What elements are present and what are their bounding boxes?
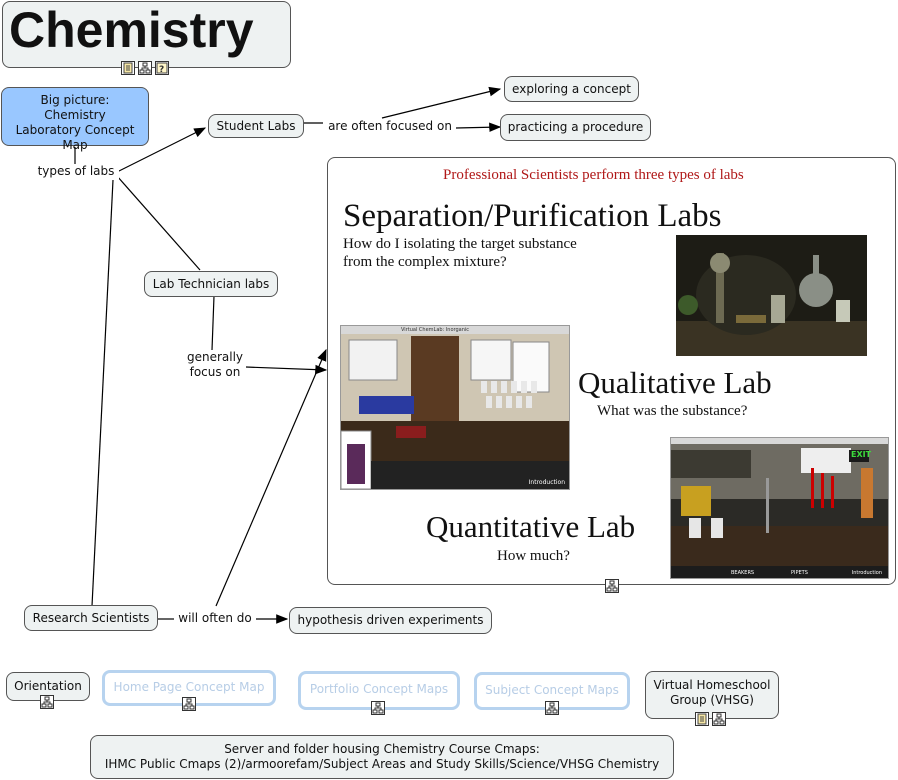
exploring-concept-node[interactable]: exploring a concept [504,76,639,102]
panel-heading: Professional Scientists perform three ty… [443,167,744,183]
practicing-procedure-node[interactable]: practicing a procedure [500,114,651,141]
qualitative-title: Qualitative Lab [578,365,772,400]
link-label-often-focused: are often focused on [324,119,456,134]
document-icon[interactable] [121,61,135,75]
student-labs-node[interactable]: Student Labs [208,114,304,138]
quantitative-lab-image: EXIT BEAKERS PIPETS Introduction [670,437,889,579]
title-node[interactable]: Chemistry [2,1,291,68]
help-icon[interactable]: ? [155,61,169,75]
hypothesis-label: hypothesis driven experiments [297,613,484,627]
vhsg-document-icon[interactable] [695,712,709,726]
server-info-line-1: Server and folder housing Chemistry Cour… [224,742,540,756]
research-scientists-node[interactable]: Research Scientists [24,605,158,631]
orientation-map-icon[interactable] [40,695,54,709]
lab-technician-label: Lab Technician labs [152,277,270,291]
home-page-map-label: Home Page Concept Map [113,680,265,694]
hypothesis-node[interactable]: hypothesis driven experiments [289,607,492,634]
vhsg-node[interactable]: Virtual Homeschool Group (VHSG) [645,671,779,719]
portfolio-map-icon[interactable] [371,701,385,715]
quantitative-question: How much? [497,548,570,564]
separation-lab-image [676,235,867,356]
big-picture-label: Big picture: Chemistry Laboratory Concep… [15,93,135,152]
concept-map-icon[interactable] [138,61,152,75]
subject-maps-label: Subject Concept Maps [485,683,619,697]
server-info-node[interactable]: Server and folder housing Chemistry Cour… [90,735,674,779]
link-label-generally-focus: generally focus on [184,350,246,380]
introduction-tab: Introduction [851,570,882,576]
orientation-label: Orientation [14,679,82,693]
research-scientists-label: Research Scientists [32,611,150,625]
home-map-icon[interactable] [182,697,196,711]
subject-map-icon[interactable] [545,701,559,715]
server-info-line-2: IHMC Public Cmaps (2)/armoorefam/Subject… [104,757,660,771]
lab-types-panel: Professional Scientists perform three ty… [327,157,896,585]
big-picture-node[interactable]: Big picture: Chemistry Laboratory Concep… [1,87,149,152]
svg-text:?: ? [159,65,164,74]
link-label-will-often-do: will often do [174,611,256,626]
qualitative-lab-image: Virtual ChemLab: Inorganic Introduction [340,325,570,490]
exploring-concept-label: exploring a concept [512,82,631,96]
exit-sign: EXIT [851,450,872,459]
lab-technician-node[interactable]: Lab Technician labs [144,271,278,297]
vhsg-label: Virtual Homeschool Group (VHSG) [653,678,771,707]
separation-title: Separation/Purification Labs [343,198,722,234]
quantitative-title: Quantitative Lab [426,509,636,544]
vhsg-map-icon[interactable] [712,712,726,726]
link-label-types-of-labs: types of labs [33,164,119,179]
page-title: Chemistry [9,2,254,58]
portfolio-maps-link[interactable]: Portfolio Concept Maps [298,671,460,710]
practicing-procedure-label: practicing a procedure [507,120,644,134]
qualitative-image-tab: Introduction [528,479,565,486]
qualitative-image-caption: Virtual ChemLab: Inorganic [401,327,470,333]
student-labs-label: Student Labs [216,119,296,133]
qualitative-question: What was the substance? [597,403,748,419]
beakers-tab: BEAKERS [731,570,755,576]
portfolio-maps-label: Portfolio Concept Maps [309,682,449,696]
panel-concept-map-icon[interactable] [605,579,619,593]
separation-question-1: How do I isolating the target substance [343,236,577,252]
separation-question-2: from the complex mixture? [343,254,507,270]
pipets-tab: PIPETS [791,570,808,576]
